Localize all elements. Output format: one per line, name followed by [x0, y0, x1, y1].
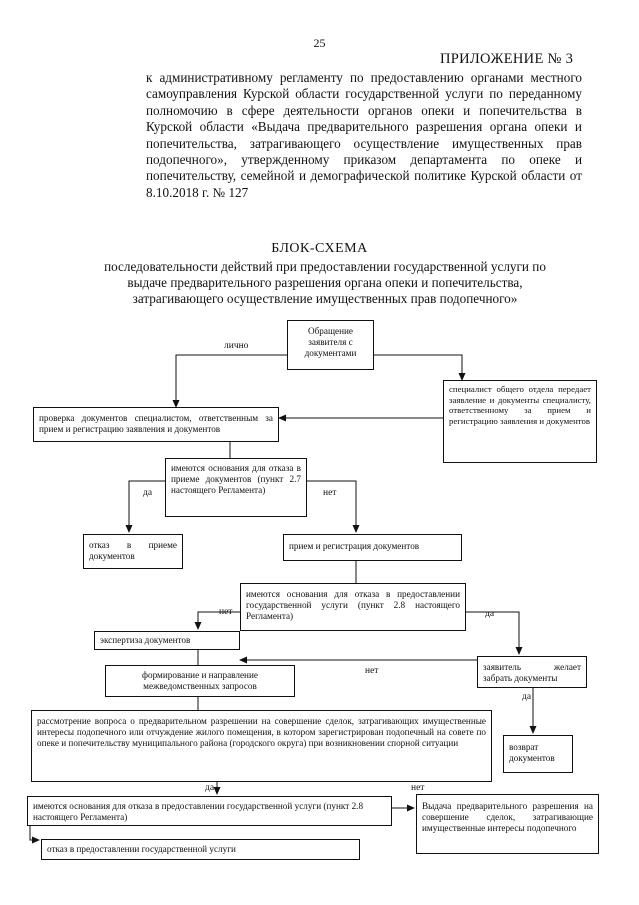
grounds2-box: имеются основания для отказа в предостав… [240, 583, 466, 631]
consider-box: рассмотрение вопроса о предварительном р… [31, 710, 492, 782]
label-yes-3: да [522, 692, 532, 702]
grounds3-box: имеются основания для отказа в предостав… [27, 796, 392, 826]
label-no-4: нет [411, 783, 425, 793]
check-box: проверка документов специалистом, ответс… [33, 407, 279, 442]
label-personal: лично [224, 341, 249, 351]
appeal-box: Обращение заявителя с документами [287, 320, 374, 370]
refuse-service-box: отказ в предоставлении государственной у… [41, 839, 360, 860]
label-yes-1: да [143, 488, 153, 498]
return-box: возврат документов [503, 735, 573, 773]
requests-box: формирование и направление межведомствен… [105, 665, 295, 697]
label-no-3: нет [365, 666, 379, 676]
accept-box: прием и регистрация документов [283, 534, 462, 561]
label-yes-4: да [205, 783, 215, 793]
label-yes-2: да [485, 609, 495, 619]
scheme-title: БЛОК-СХЕМА [271, 241, 368, 256]
refuse-accept-box: отказ в приеме документов [83, 534, 183, 569]
page-number: 25 [313, 36, 326, 50]
label-no-1: нет [323, 488, 337, 498]
specialist-box: специалист общего отдела передает заявле… [443, 380, 597, 463]
expertise-box: экспертиза документов [94, 631, 240, 650]
issue-box: Выдача предварительного разрешения на со… [416, 794, 599, 854]
applicant-box: заявитель желает забрать документы [477, 656, 587, 688]
grounds1-box: имеются основания для отказа в приеме до… [165, 458, 307, 517]
appendix-text: к административному регламенту по предос… [146, 70, 582, 200]
appendix-title: ПРИЛОЖЕНИЕ № 3 [440, 51, 574, 67]
label-no-2: нет [219, 607, 233, 617]
scheme-subtitle: последовательности действий при предоста… [104, 259, 546, 307]
